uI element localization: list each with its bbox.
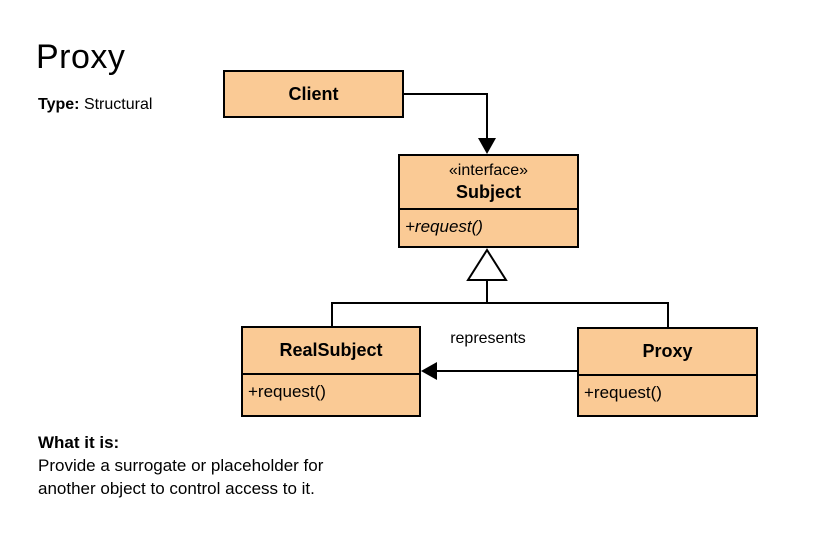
client-name-section: Client [225,72,402,116]
description-line-1: Provide a surrogate or placeholder for [38,456,324,475]
description-block: What it is: Provide a surrogate or place… [38,431,323,500]
represents-arrowhead-icon [421,362,437,380]
realsubject-method: +request() [243,373,419,402]
subject-method: +request() [400,208,577,237]
page-title: Proxy [36,38,126,76]
pattern-type-label: Type: [38,96,80,113]
subject-stereotype: «interface» [448,161,529,179]
subject-name-section: «interface» Subject [400,156,577,208]
realsubject-name-section: RealSubject [243,328,419,373]
client-subject-connector-line [404,93,488,141]
description-line-2: another object to control access to it. [38,479,315,498]
subject-class-name: Subject [455,181,521,202]
uml-class-realsubject: RealSubject +request() [241,326,421,417]
generalization-triangle-icon [466,248,508,281]
proxy-class-name: Proxy [642,341,693,362]
pattern-type-line: Type: Structural [38,96,152,114]
proxy-method: +request() [579,374,756,403]
proxy-name-section: Proxy [579,329,756,374]
client-subject-arrowhead-icon [478,138,496,154]
uml-class-proxy: Proxy +request() [577,327,758,417]
client-class-name: Client [288,83,339,104]
uml-class-client: Client [223,70,404,118]
uml-class-subject-interface: «interface» Subject +request() [398,154,579,248]
pattern-type-value: Structural [83,96,153,113]
what-it-is-heading: What it is: [38,433,120,452]
realsubject-class-name: RealSubject [279,340,383,361]
represents-edge-label: represents [450,330,526,347]
